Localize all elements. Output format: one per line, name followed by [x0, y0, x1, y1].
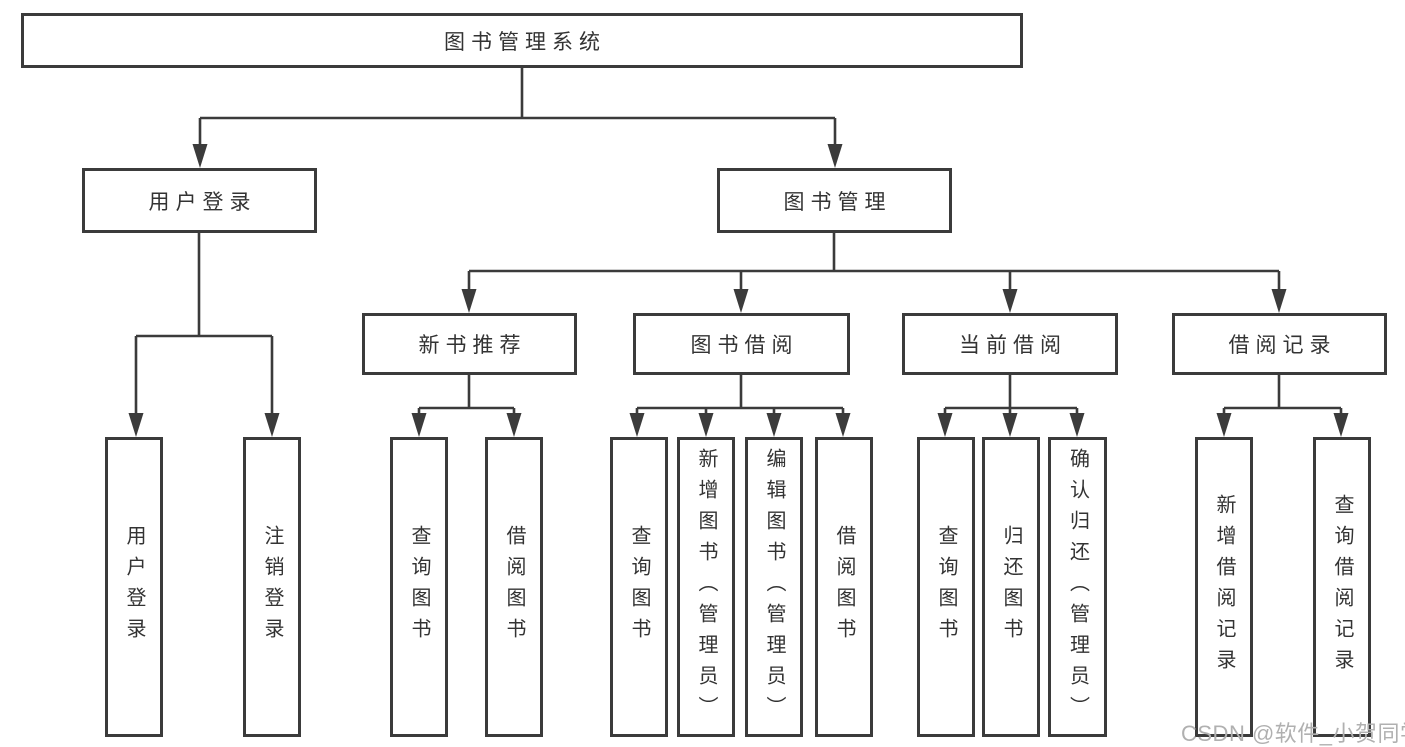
- arrowhead: [1216, 413, 1232, 437]
- arrowhead: [937, 413, 953, 437]
- connector-user-login: [134, 233, 274, 415]
- leaf-bb-edit-book: 编辑图书（管理员）: [745, 437, 803, 737]
- node-book-borrow: 图书借阅: [633, 313, 850, 375]
- arrowhead: [1333, 413, 1349, 437]
- arrowhead: [733, 289, 749, 313]
- arrowhead: [698, 413, 714, 437]
- arrowhead: [128, 413, 144, 437]
- node-root: 图书管理系统: [21, 13, 1023, 68]
- connector-current-borrow: [943, 375, 1079, 415]
- arrowhead: [827, 144, 843, 168]
- arrowhead: [1002, 413, 1018, 437]
- arrowhead: [506, 413, 522, 437]
- arrowhead: [192, 144, 208, 168]
- csdn-watermark: CSDN @软件_小贺同学: [1181, 721, 1405, 746]
- arrowhead: [1069, 413, 1085, 437]
- leaf-br-query-record: 查询借阅记录: [1313, 437, 1371, 737]
- leaf-rec-borrow-book: 借阅图书: [485, 437, 543, 737]
- connector-borrow-records: [1222, 375, 1343, 415]
- node-borrow-records: 借阅记录: [1172, 313, 1387, 375]
- arrowhead: [411, 413, 427, 437]
- leaf-user-login: 用户登录: [105, 437, 163, 737]
- arrowhead: [835, 413, 851, 437]
- connector-new-book-rec: [417, 375, 516, 415]
- leaf-bb-borrow-book: 借阅图书: [815, 437, 873, 737]
- leaf-br-add-record: 新增借阅记录: [1195, 437, 1253, 737]
- leaf-rec-query-book: 查询图书: [390, 437, 448, 737]
- leaf-logout: 注销登录: [243, 437, 301, 737]
- leaf-cb-return-book: 归还图书: [982, 437, 1040, 737]
- arrowhead: [1002, 289, 1018, 313]
- connector-book-borrow: [635, 375, 845, 415]
- connector-root: [198, 68, 837, 146]
- node-new-book-rec: 新书推荐: [362, 313, 577, 375]
- leaf-cb-query-book: 查询图书: [917, 437, 975, 737]
- leaf-cb-confirm-return: 确认归还（管理员）: [1048, 437, 1107, 737]
- arrowhead: [629, 413, 645, 437]
- leaf-bb-add-book: 新增图书（管理员）: [677, 437, 735, 737]
- arrowhead: [264, 413, 280, 437]
- arrowhead: [461, 289, 477, 313]
- arrowhead: [1271, 289, 1287, 313]
- node-user-login: 用户登录: [82, 168, 317, 233]
- arrowhead: [766, 413, 782, 437]
- connector-book-mgmt: [467, 233, 1281, 291]
- leaf-bb-query-book: 查询图书: [610, 437, 668, 737]
- node-current-borrow: 当前借阅: [902, 313, 1118, 375]
- node-book-mgmt: 图书管理: [717, 168, 952, 233]
